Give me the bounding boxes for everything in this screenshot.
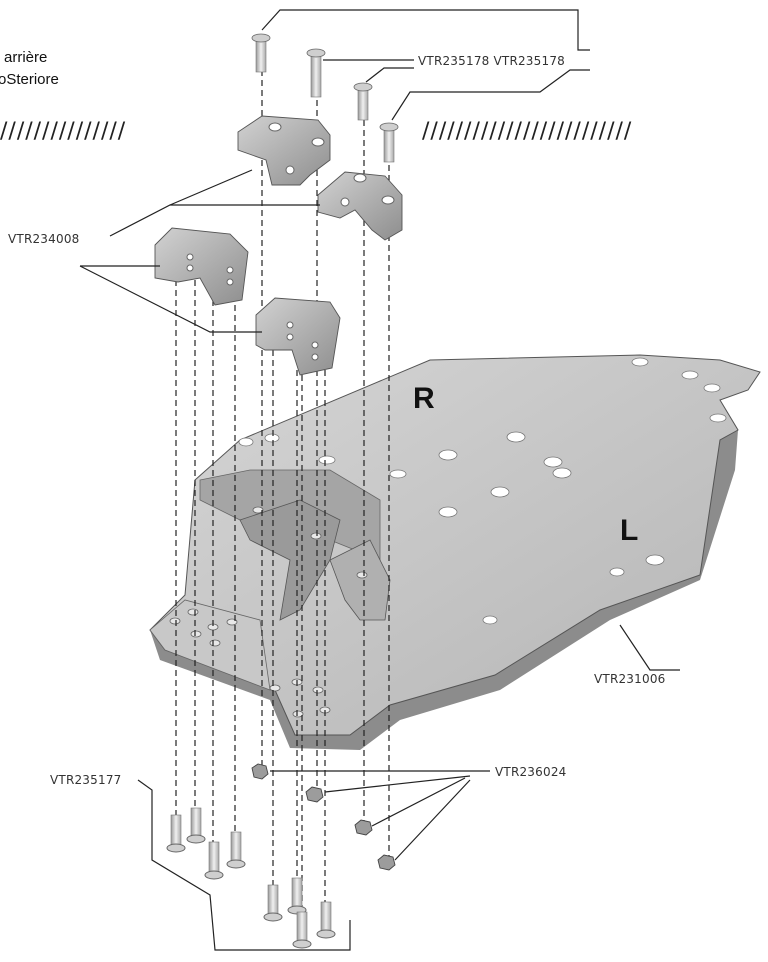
label-plate: VTR231006 (594, 672, 666, 686)
screw-bottom-5 (263, 884, 283, 922)
label-screws-bottom: VTR235177 (50, 773, 122, 787)
break-line-left: /////////////// (0, 119, 126, 144)
screw-top-4 (379, 122, 399, 163)
break-line-right: ///////////////////////// (422, 119, 632, 144)
chassis-plate (149, 354, 761, 750)
label-mounts: VTR234008 (8, 232, 80, 246)
screw-bottom-8 (316, 901, 336, 939)
part-labels: VTR235178 VTR235178 VTR234008 VTR231006 … (8, 54, 666, 787)
assembly-axis-lines (175, 60, 390, 920)
nut-2 (305, 786, 324, 803)
title-block: arrière oSteriore (0, 49, 59, 88)
side-label-left: L (620, 514, 638, 547)
screw-bottom-4 (226, 831, 246, 869)
screw-bottom-1 (166, 814, 186, 853)
label-screws-top: VTR235178 VTR235178 (418, 54, 565, 68)
screw-top-2 (306, 48, 326, 98)
bottom-screws (166, 807, 336, 949)
top-screws (251, 33, 399, 163)
screw-top-1 (251, 33, 271, 73)
title-line-1: arrière (4, 49, 47, 66)
suspension-mounts (154, 115, 403, 376)
title-line-2: oSteriore (0, 71, 59, 88)
nut-1 (251, 763, 269, 780)
nut-4 (377, 854, 396, 871)
screw-bottom-6 (287, 877, 307, 915)
nuts (251, 763, 396, 871)
mount-lower-left (154, 227, 249, 306)
mount-lower-right (255, 297, 341, 376)
screw-bottom-2 (186, 807, 206, 844)
nut-3 (354, 819, 373, 836)
mount-upper-left (237, 115, 331, 186)
side-label-right: R (413, 382, 435, 415)
mount-upper-right (317, 171, 403, 241)
label-nuts: VTR236024 (495, 765, 567, 779)
leader-lines (79, 9, 680, 951)
screw-bottom-7 (292, 911, 312, 949)
screw-top-3 (353, 82, 373, 121)
screw-bottom-3 (204, 841, 224, 880)
